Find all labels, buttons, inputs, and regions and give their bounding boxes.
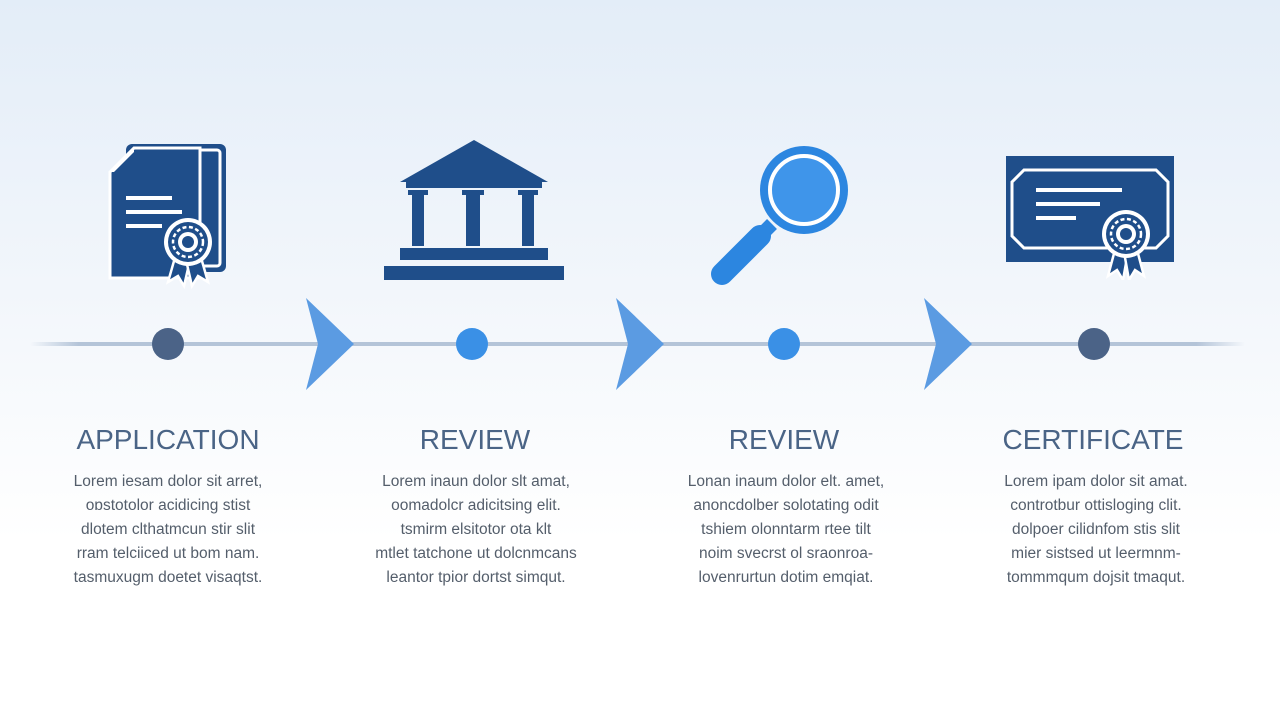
description-line: tommmqum dojsit tmaqut. bbox=[1006, 569, 1186, 586]
timeline-node-3 bbox=[768, 328, 800, 360]
step-description-review-2: Lonan inaum dolor elt. amet, anoncdolber… bbox=[656, 470, 916, 590]
description-line: Lorem ipam dolor sit amat. bbox=[1004, 473, 1188, 490]
description-line: mtlet tatchone ut dolcnmcans bbox=[375, 545, 577, 562]
description-line: Lorem iesam dolor sit arret, bbox=[73, 473, 263, 490]
step-description-review-1: Lorem inaun dolor slt amat, oomadolcr ad… bbox=[346, 470, 606, 590]
description-line: oomadolcr adicitsing elit. bbox=[391, 497, 561, 514]
description-line: noim svecrst ol sraonroa- bbox=[698, 545, 873, 562]
description-line: tasmuxugm doetet visaqtst. bbox=[73, 569, 263, 586]
description-line: tshiem olonntarm rtee tilt bbox=[701, 521, 871, 538]
step-title-application: APPLICATION bbox=[76, 424, 260, 455]
description-line: leantor tpior dortst simqut. bbox=[386, 569, 566, 586]
description-line: oɒstotolor acidicing stist bbox=[85, 497, 251, 514]
description-line: controtbur ottisloging clit. bbox=[1010, 497, 1182, 514]
step-title-review-2: REVIEW bbox=[728, 424, 840, 455]
step-description-application: Lorem iesam dolor sit arret, oɒstotolor … bbox=[38, 470, 298, 590]
timeline-node-1 bbox=[152, 328, 184, 360]
document-with-seal-icon bbox=[104, 138, 236, 290]
bank-building-icon bbox=[382, 138, 566, 284]
description-line: Lorem inaun dolor slt amat, bbox=[382, 473, 570, 490]
timeline-node-4 bbox=[1078, 328, 1110, 360]
step-description-certificate: Lorem ipam dolor sit amat. controtbur ot… bbox=[966, 470, 1226, 590]
description-line: tsmirm elsitotor ota klt bbox=[400, 521, 552, 538]
description-line: Lonan inaum dolor elt. amet, bbox=[687, 473, 885, 490]
description-line: dlotem clthatmcun stir slit bbox=[81, 521, 255, 538]
description-line: anoncdolber solotating odit bbox=[693, 497, 879, 514]
chevron-right-icon bbox=[922, 296, 976, 397]
chevron-right-icon bbox=[304, 296, 358, 397]
chevron-right-icon bbox=[614, 296, 668, 397]
description-line: dolpoer cilidnfom stis slit bbox=[1012, 521, 1180, 538]
certificate-with-ribbon-icon bbox=[1004, 154, 1176, 280]
description-line: mier sistsed ut leermnm- bbox=[1011, 545, 1181, 562]
magnifying-glass-icon bbox=[704, 134, 864, 292]
step-title-review-1: REVIEW bbox=[419, 424, 531, 455]
step-title-certificate: CERTIFICATE bbox=[1002, 424, 1184, 455]
description-line: rram telciiced ut bom nam. bbox=[76, 545, 260, 562]
timeline-node-2 bbox=[456, 328, 488, 360]
description-line: lovenrurtun dotim emqiat. bbox=[698, 569, 874, 586]
